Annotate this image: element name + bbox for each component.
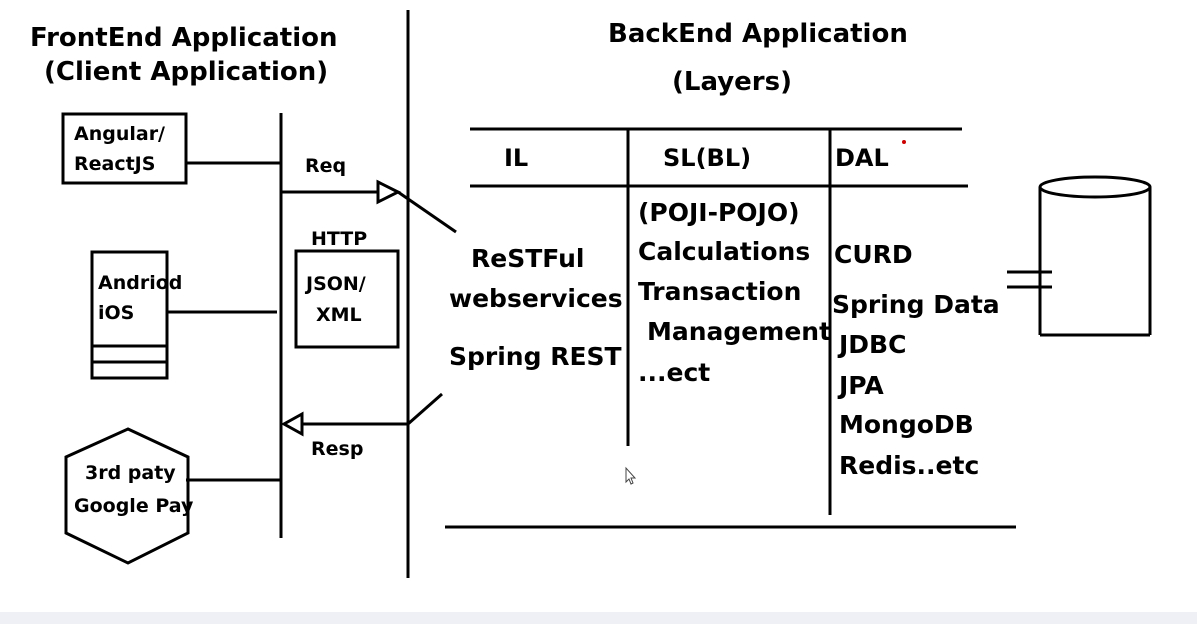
red-dot [902, 140, 906, 144]
sl-item-calculations: Calculations [638, 237, 811, 266]
mobile-label-line1: Andriod [98, 272, 183, 294]
dal-header: DAL [835, 144, 889, 172]
database-cylinder-icon [1038, 175, 1152, 337]
http-label: HTTP [311, 228, 368, 250]
angular-label-line1: Angular/ [74, 123, 166, 145]
dal-item-jpa: JPA [839, 371, 884, 400]
backend-title-line1: BackEnd Application [608, 19, 908, 49]
thirdparty-label-line2: Google Pay [74, 495, 194, 517]
database-connector-icon [1007, 270, 1052, 289]
angular-label-line2: ReactJS [74, 153, 156, 175]
dal-item-curd: CURD [834, 240, 913, 269]
dal-item-jdbc: JDBC [839, 330, 907, 359]
mobile-label-line2: iOS [98, 302, 135, 324]
cursor-arrow-icon [625, 466, 637, 485]
sl-header: SL(BL) [663, 144, 752, 172]
json-xml-box [294, 249, 400, 349]
thirdparty-label-line1: 3rd paty [85, 462, 176, 484]
xml-label: XML [316, 304, 362, 326]
req-arrow-head [376, 179, 402, 205]
il-item-spring-rest: Spring REST [449, 342, 622, 371]
backend-title-line2: (Layers) [672, 67, 792, 97]
frontend-title-line2: (Client Application) [44, 57, 329, 87]
sl-item-ect: ...ect [638, 358, 711, 387]
il-header: IL [504, 144, 529, 172]
dal-item-spring-data: Spring Data [832, 290, 1000, 319]
thirdparty-hexagon [64, 427, 190, 565]
dal-item-mongodb: MongoDB [839, 410, 974, 439]
frontend-title-line1: FrontEnd Application [30, 23, 338, 53]
resp-arrow-head [280, 411, 304, 437]
req-link-line [397, 190, 457, 234]
sl-item-poji-pojo: (POJI-POJO) [638, 198, 800, 227]
json-label: JSON/ [306, 273, 366, 295]
resp-label: Resp [311, 438, 364, 460]
sl-item-transaction: Transaction [638, 277, 802, 306]
il-item-webservices: webservices [449, 284, 623, 313]
sl-item-management: Management [647, 317, 832, 346]
bottom-strip [0, 612, 1197, 624]
dal-item-redis: Redis..etc [839, 451, 980, 480]
angular-box [61, 112, 188, 185]
il-item-restful: ReSTFul [471, 244, 585, 273]
resp-link-line [407, 392, 443, 426]
mobile-device-icon [90, 250, 169, 380]
req-label: Req [305, 155, 347, 177]
